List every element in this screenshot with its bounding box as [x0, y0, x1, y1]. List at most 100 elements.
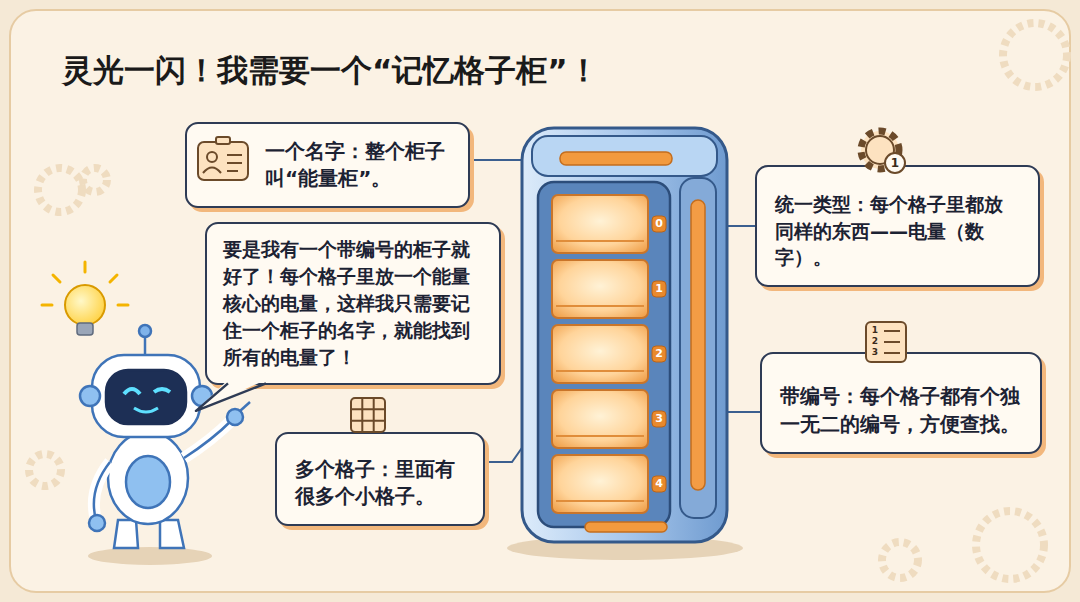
cabinet-slot [556, 435, 644, 437]
speech-tail [196, 380, 266, 411]
background-gears [882, 542, 918, 578]
light-bulb [77, 323, 93, 335]
cabinet-slot [652, 346, 666, 362]
cabinet-slot [552, 390, 648, 448]
type-callout: 统一类型：每个格子里都放同样的东西——电量（数字）。 [755, 165, 1040, 287]
robot [240, 402, 250, 411]
slot-number: 0 [652, 216, 666, 232]
cabinet-slot [552, 260, 648, 318]
energy-cabinet [532, 136, 717, 176]
robot [88, 547, 212, 565]
number-callout: 带编号：每个格子都有个独一无二的编号，方便查找。 [760, 352, 1042, 454]
energy-cabinet [680, 178, 716, 518]
robot [114, 520, 138, 548]
energy-cabinet [507, 128, 743, 560]
robot [89, 515, 105, 531]
speech-tail [196, 383, 266, 411]
gear-icon [885, 153, 905, 173]
cabinet-slot [552, 325, 648, 383]
speech-tail [196, 380, 266, 411]
light-bulb [84, 262, 87, 272]
list-icon [866, 322, 906, 362]
gear-icon [866, 136, 894, 164]
cabinet-slot [556, 305, 644, 307]
slot-number: 2 [652, 346, 666, 362]
list-number: 1 [869, 325, 881, 336]
cabinet-slot [652, 281, 666, 297]
name-callout: 一个名字：整个柜子叫“能量柜”。 [185, 122, 470, 208]
id-card-icon [227, 154, 242, 156]
energy-cabinet [691, 200, 705, 490]
callout-text: 多个格子：里面有很多个小格子。 [295, 456, 467, 510]
cabinet-slot [652, 216, 666, 232]
robot [154, 389, 170, 392]
robot [94, 462, 110, 520]
light-bulb [53, 275, 60, 282]
cabinet-slot [552, 455, 648, 513]
energy-cabinet [585, 522, 667, 532]
list-icon [884, 352, 900, 354]
light-bulb [42, 262, 128, 335]
robot [139, 325, 151, 337]
id-card-icon [227, 170, 238, 172]
grid-callout: 多个格子：里面有很多个小格子。 [275, 432, 485, 526]
grid-icon [351, 398, 385, 432]
robot [126, 456, 170, 508]
slot-number: 1 [652, 281, 666, 297]
energy-cabinet [522, 128, 727, 542]
robot [192, 386, 212, 406]
id-card-icon [198, 137, 248, 180]
list-icon [884, 330, 900, 332]
page-title: 灵光一闪！我需要一个“记忆格子柜”！ [62, 52, 599, 89]
robot [160, 520, 184, 548]
callout-text: 统一类型：每个格子里都放同样的东西——电量（数字）。 [775, 191, 1018, 271]
grid-icon [351, 408, 385, 410]
light-bulb [118, 304, 128, 307]
robot [94, 462, 110, 520]
grid-icon [351, 420, 385, 422]
list-icon [866, 322, 906, 362]
gear-icon [861, 131, 905, 173]
speech-bubble: 要是我有一个带编号的柜子就好了！每个格子里放一个能量核心的电量，这样我只需要记住… [205, 222, 501, 385]
background-gears [29, 23, 1067, 579]
robot [106, 370, 186, 424]
panel-frame [10, 10, 1070, 592]
grid-icon [351, 398, 385, 432]
background-gears [29, 454, 61, 486]
cabinet-slot [556, 240, 644, 242]
list-number: 2 [869, 336, 881, 347]
background-gears [976, 511, 1044, 579]
cabinet-slot [552, 195, 648, 253]
robot [92, 355, 200, 437]
callout-text: 带编号：每个格子都有个独一无二的编号，方便查找。 [780, 382, 1020, 438]
light-bulb [110, 275, 117, 282]
cabinet-slot [556, 500, 644, 502]
light-bulb [42, 304, 52, 307]
slot-number: 4 [652, 476, 666, 492]
energy-cabinet [538, 182, 670, 527]
light-bulb [65, 285, 105, 325]
list-icon [884, 341, 900, 343]
cabinet-slot [552, 195, 666, 513]
slot-number: 3 [652, 411, 666, 427]
grid-icon [373, 398, 375, 432]
background-gears [1003, 23, 1067, 87]
list-number: 3 [869, 347, 881, 358]
background-gears [38, 168, 82, 212]
cabinet-slot [652, 411, 666, 427]
id-card-icon [203, 168, 221, 174]
id-card-icon [198, 142, 248, 180]
grid-icon [361, 398, 363, 432]
id-card-icon [227, 162, 242, 164]
cabinet-slot [556, 370, 644, 372]
robot [80, 386, 100, 406]
background-gears [83, 168, 107, 192]
gear-number: 1 [885, 153, 905, 173]
callout-text: 要是我有一个带编号的柜子就好了！每个格子里放一个能量核心的电量，这样我只需要记住… [223, 236, 483, 371]
callout-text: 一个名字：整个柜子叫“能量柜”。 [265, 138, 454, 192]
energy-cabinet [560, 152, 672, 165]
robot [108, 432, 188, 524]
